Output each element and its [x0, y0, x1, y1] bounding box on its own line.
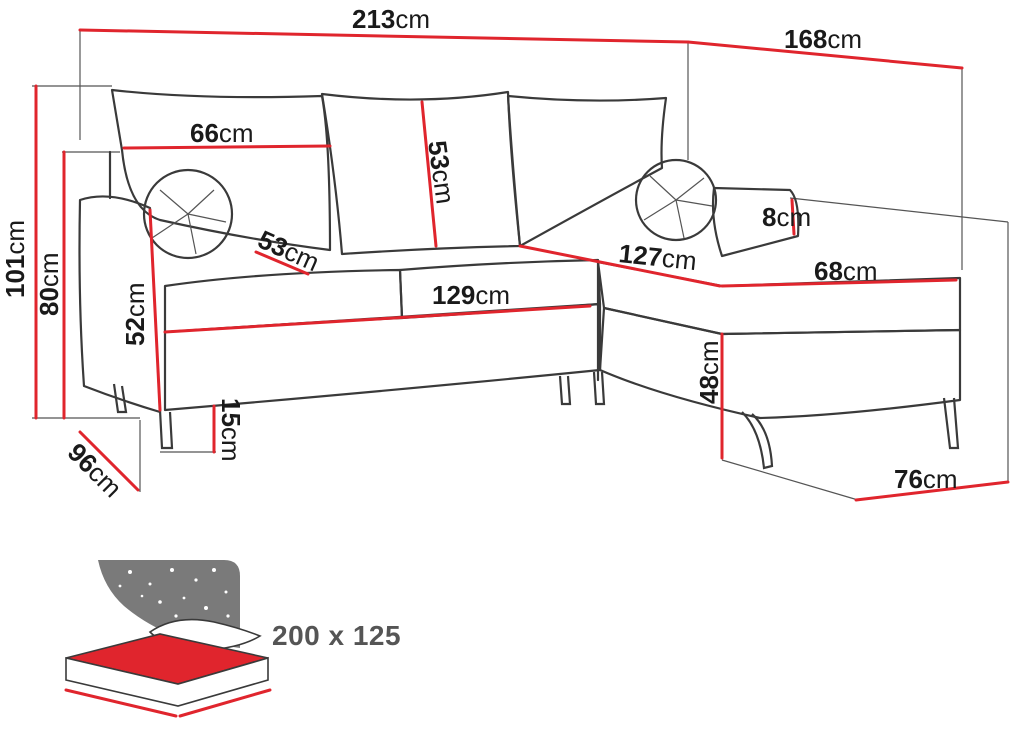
stars [118, 568, 230, 632]
dim-line-chaise-width [854, 480, 1010, 502]
back-cushion-middle [320, 90, 522, 256]
label-total-height: 101cm [0, 220, 30, 298]
chaise-base [598, 306, 962, 420]
label-seat-depth: 53cm [254, 224, 324, 277]
backrest-frame [108, 150, 600, 382]
dim-line-arm-thickness [790, 198, 796, 236]
dim-line-seat-width [163, 304, 592, 334]
dimension-labels: 213cm 168cm 101cm 80cm 66cm 53cm 53cm 12… [0, 4, 958, 503]
sofa-legs [112, 371, 960, 470]
leg-chaise-front [741, 411, 774, 470]
label-cushion-width: 66cm [190, 118, 254, 148]
dim-line-depth [78, 430, 140, 492]
dim-line-total-width [78, 28, 690, 44]
dim-line-cushion-width [122, 144, 332, 150]
label-seat-height: 48cm [694, 340, 724, 404]
label-total-width: 213cm [352, 4, 430, 34]
dim-line-seat-depth [254, 250, 310, 276]
label-armrest-height: 80cm [34, 252, 64, 316]
seat-cushion-left [163, 268, 404, 334]
label-back-height: 52cm [120, 282, 150, 346]
back-cushion-right [506, 94, 668, 248]
bed-night-icon [64, 560, 272, 718]
mattress-side [65, 656, 269, 707]
dim-line-chaise-depth [720, 278, 958, 288]
extension-lines [32, 30, 1009, 501]
round-pillow-left [142, 168, 234, 260]
left-armrest [78, 195, 162, 414]
leg-back-left [112, 383, 128, 414]
label-side-length: 168cm [784, 24, 862, 54]
dimension-lines [34, 28, 1010, 502]
dim-line-cushion-height [420, 100, 438, 248]
bed-dim-line-length [64, 688, 178, 718]
label-chaise-depth: 68cm [814, 256, 878, 286]
dim-line-side-length [686, 40, 964, 70]
label-cushion-height: 53cm [422, 139, 461, 206]
round-pillow-right [634, 158, 718, 242]
dim-line-back-height [148, 208, 162, 412]
label-arm-thickness: 8cm [762, 202, 811, 232]
label-leg-height: 15cm [216, 398, 246, 462]
bed-dim-line-width [178, 688, 272, 718]
leg-chaise-back [942, 397, 960, 450]
sleeping-area-label: 200 x 125 [272, 620, 402, 651]
leg-front-left [158, 409, 174, 450]
label-chaise-width: 76cm [894, 464, 958, 494]
chaise-armrest [711, 186, 800, 258]
leg-front-middle [558, 375, 572, 406]
label-seat-width: 129cm [432, 280, 510, 310]
dim-line-side-seat [518, 244, 722, 288]
seat-base [163, 302, 602, 412]
label-side-seat: 127cm [617, 238, 698, 276]
leg-center [592, 371, 606, 406]
